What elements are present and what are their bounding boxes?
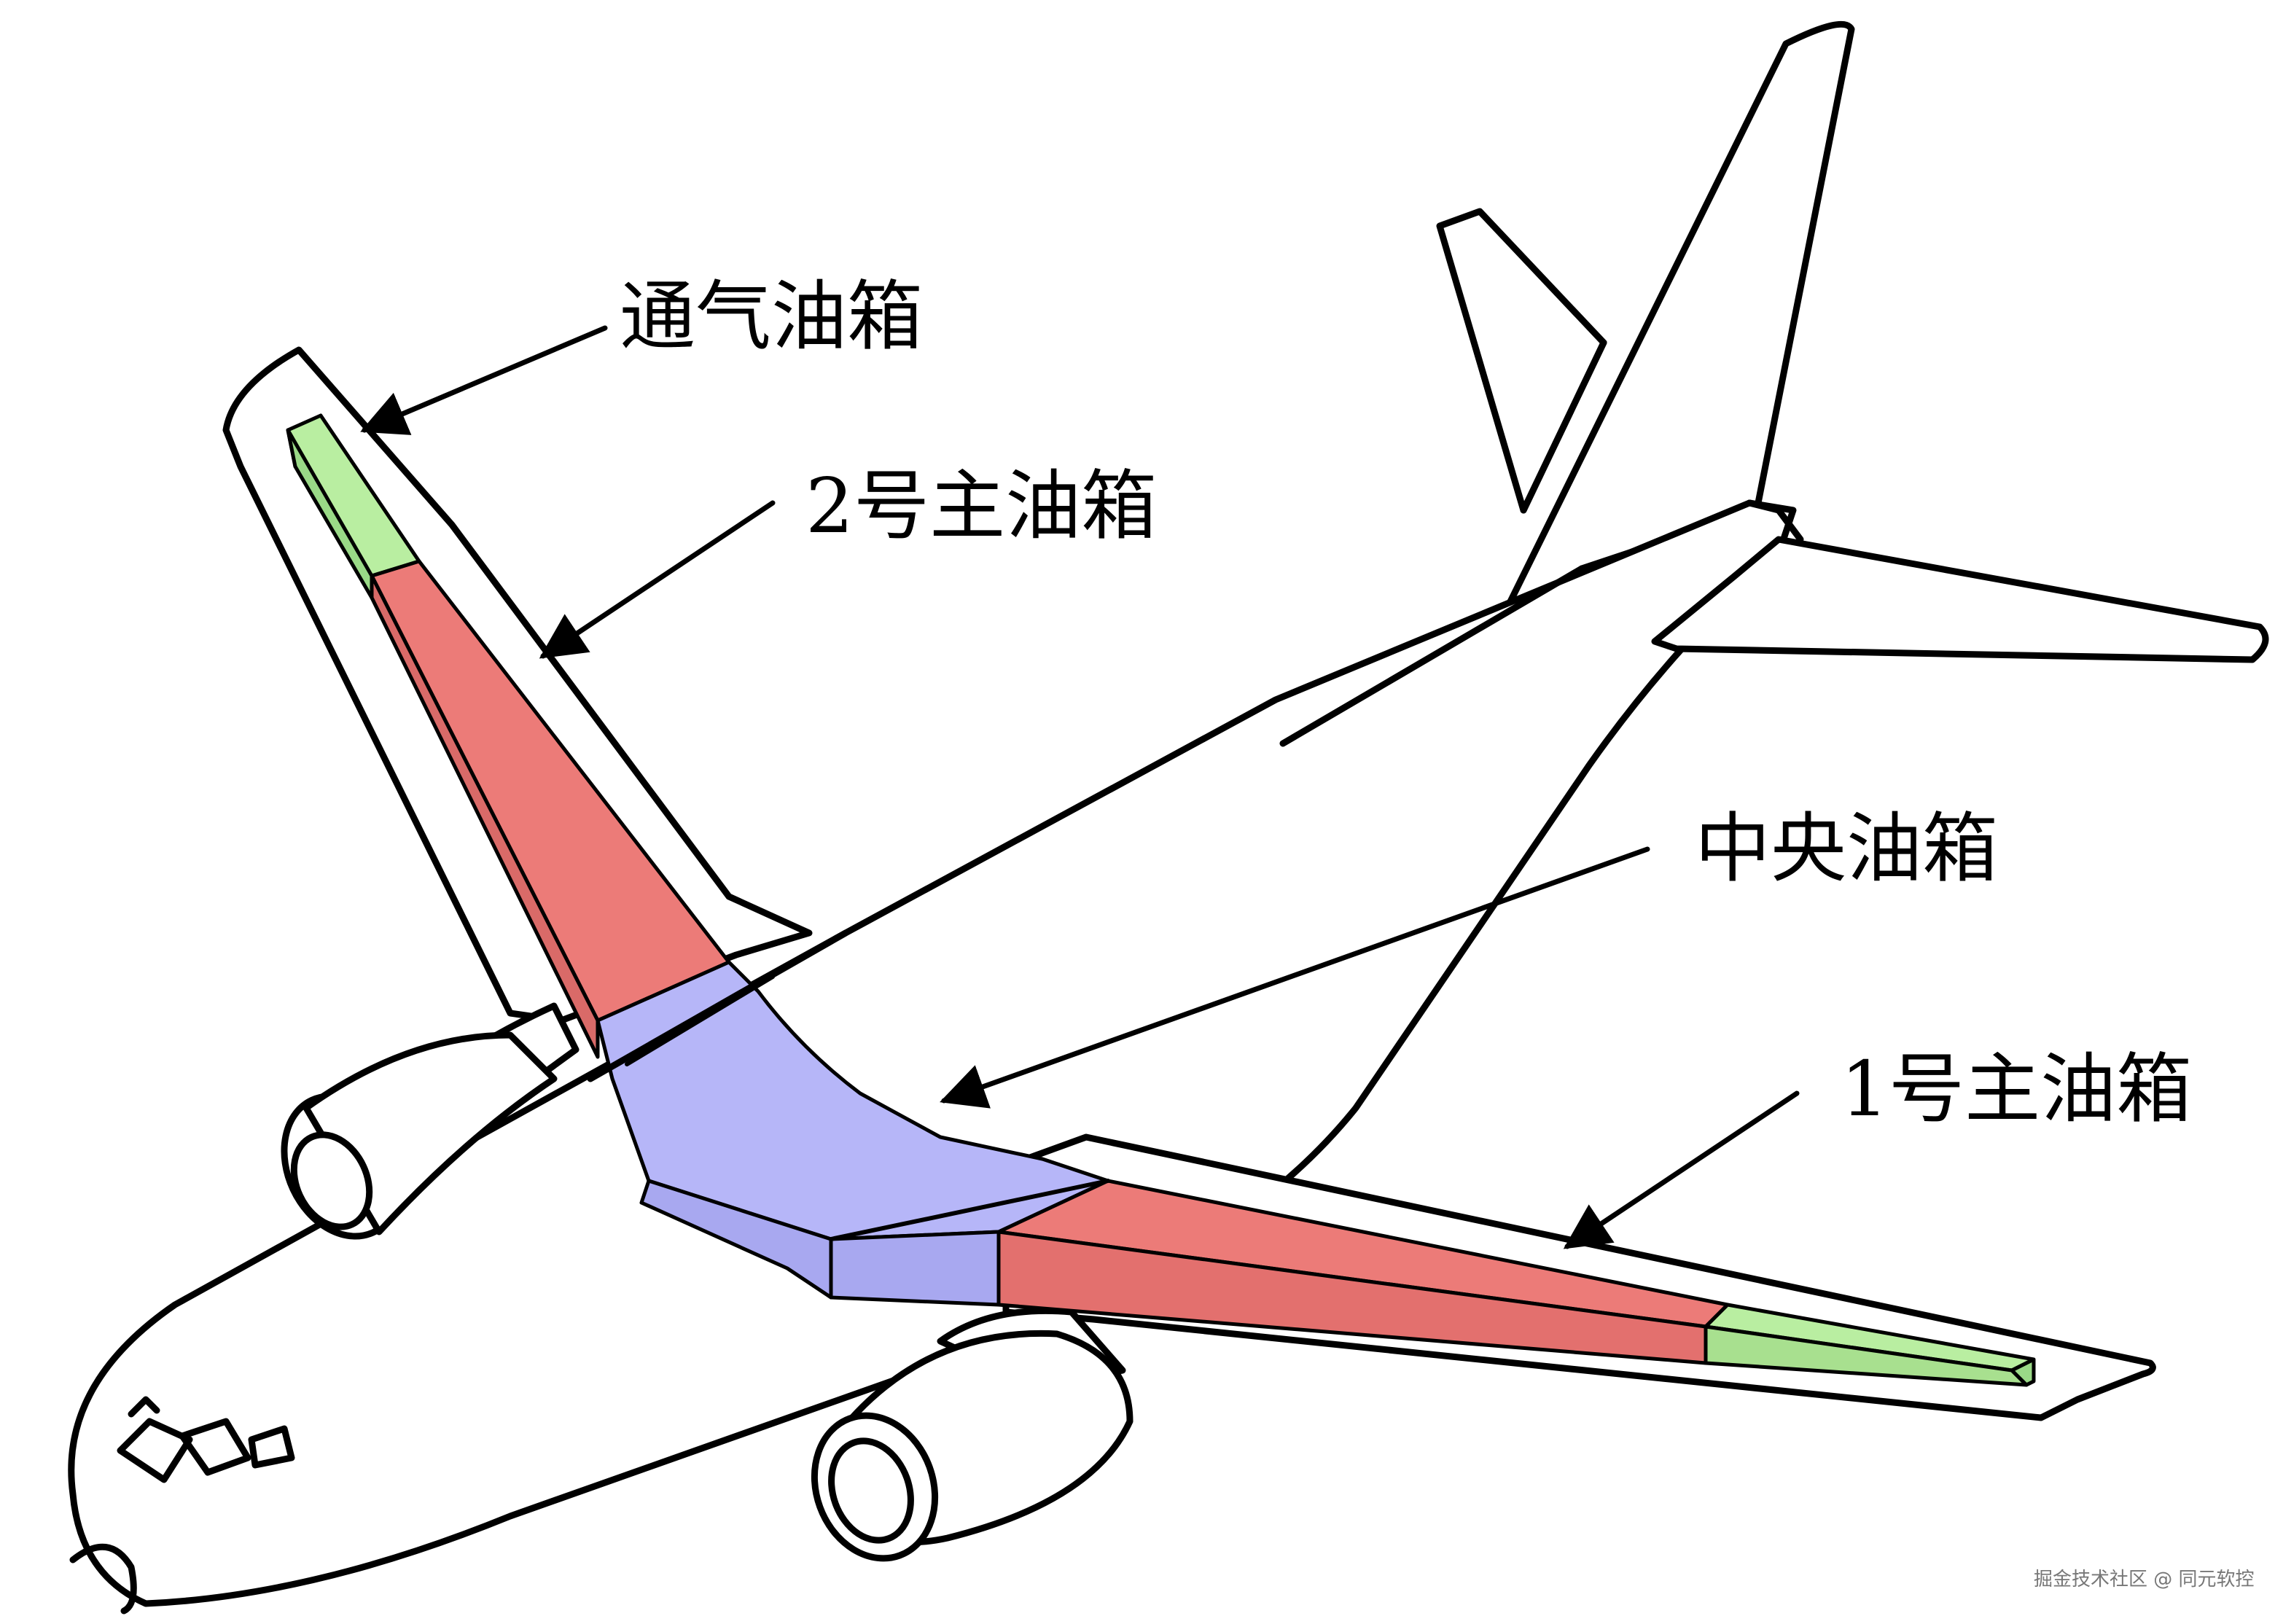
fuselage-upper-line (587, 929, 849, 1082)
left-main-tank-side (370, 574, 600, 1059)
tail-fairing (1279, 565, 1585, 747)
fuselage-tank-line (625, 975, 775, 1066)
left-horizontal-stabilizer (1436, 208, 1607, 514)
cockpit-window (128, 1396, 160, 1418)
wing-root-line (829, 1179, 1110, 1241)
vertical-tail-fin (1483, 20, 1855, 652)
right-horizontal-stabilizer (1651, 536, 2269, 663)
center-tank-lower-right (829, 1230, 1001, 1307)
vent-tank-arrow (360, 325, 608, 435)
vent-tank-label: 通气油箱 (620, 272, 923, 361)
right-vent-tank-end (2010, 1357, 2036, 1387)
right-engine-intake (828, 1437, 914, 1544)
nose-cone (69, 1543, 137, 1615)
cockpit-window (179, 1418, 251, 1476)
main-tank-1-label: 1号主油箱 (1841, 1045, 2192, 1133)
main-tank-2-label: 2号主油箱 (805, 461, 1157, 550)
center-tank-label: 中央油箱 (1695, 804, 1998, 893)
cockpit-window (248, 1425, 295, 1469)
tail-cone-ring (1746, 499, 1804, 543)
cockpit-window (117, 1418, 193, 1483)
main-tank-2-arrow (539, 500, 776, 659)
main-tank-1-arrow (1563, 1090, 1800, 1249)
center-tank-lower (639, 1179, 833, 1300)
left-engine-intake (290, 1131, 373, 1230)
center-tank-arrow (940, 846, 1650, 1109)
watermark: 掘金技术社区 @ 同元软控 (2034, 1569, 2255, 1590)
